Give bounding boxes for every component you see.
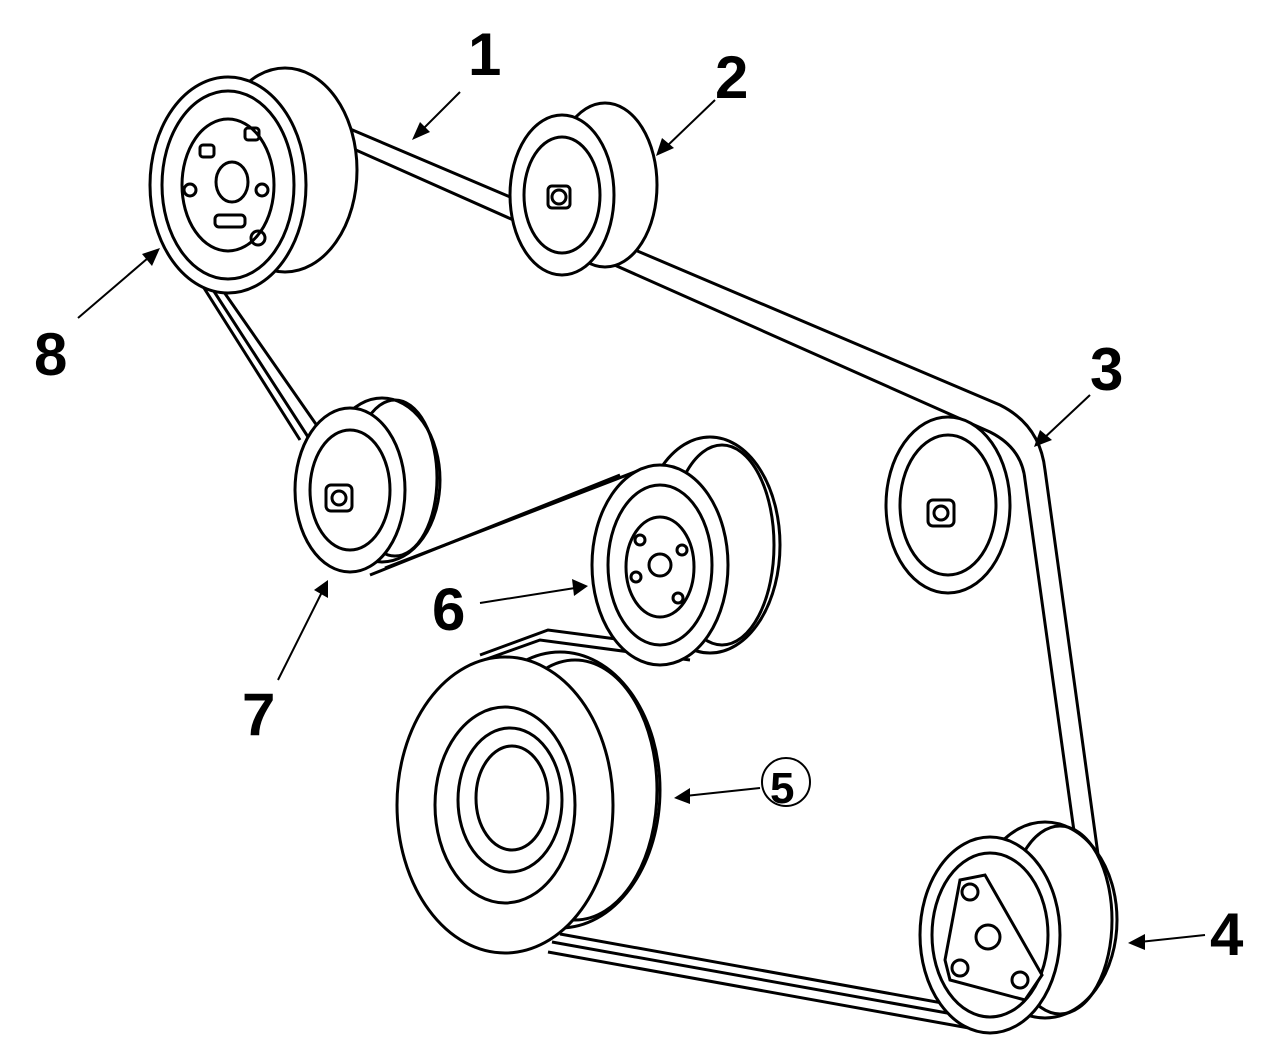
callout-8: 8 [34,321,67,388]
callout-5-circle [761,757,811,807]
pulley-7 [293,396,442,574]
callout-1: 1 [468,21,501,88]
callout-4: 4 [1210,901,1244,968]
callout-7: 7 [242,681,275,748]
pulley-4 [918,820,1119,1035]
callout-2: 2 [715,44,748,111]
leader-arrows [77,91,1206,950]
pulley-3 [884,415,1012,595]
pulley-8 [148,66,359,295]
upper-belt [229,76,1107,911]
pulley-5 [395,650,662,955]
callout-5: 5 [770,764,794,813]
pulley-2 [508,101,659,277]
callout-6: 6 [432,576,465,643]
callout-3: 3 [1090,336,1123,403]
pulley-6 [590,435,782,667]
